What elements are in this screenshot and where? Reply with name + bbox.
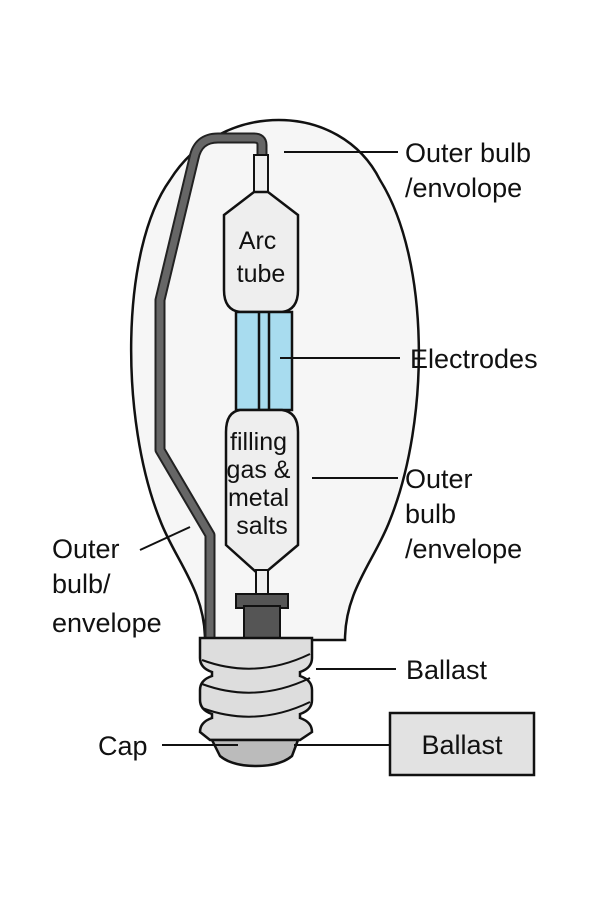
- ballast-box-label: Ballast: [421, 730, 503, 760]
- arc-tube-bottom-neck: [255, 569, 269, 597]
- leader-outer-bulb-left: [139, 526, 191, 551]
- ballast-box: [388, 711, 536, 777]
- arc-tube-top-neck: [253, 154, 269, 194]
- filling-gas-label: filling gas & metal salts: [227, 428, 298, 540]
- screw-thread: [201, 653, 311, 670]
- label-outer-bulb-top: Outer bulb /envolope: [405, 138, 539, 203]
- screw-thread: [201, 677, 311, 694]
- label-electrodes: Electrodes: [410, 344, 538, 374]
- label-ballast: Ballast: [406, 655, 488, 685]
- label-cap: Cap: [98, 731, 148, 761]
- arc-tube-label: Arc tube: [237, 227, 286, 288]
- label-outer-bulb-right: Outer bulb /envelope: [405, 464, 522, 564]
- stem-mount-post: [243, 605, 281, 643]
- screw-thread: [201, 701, 311, 718]
- electrodes-section: [234, 310, 294, 412]
- cap-contact: [209, 738, 300, 768]
- support-wire-core: [156, 134, 266, 644]
- label-outer-bulb-left: Outer bulb/ envelope: [52, 534, 162, 638]
